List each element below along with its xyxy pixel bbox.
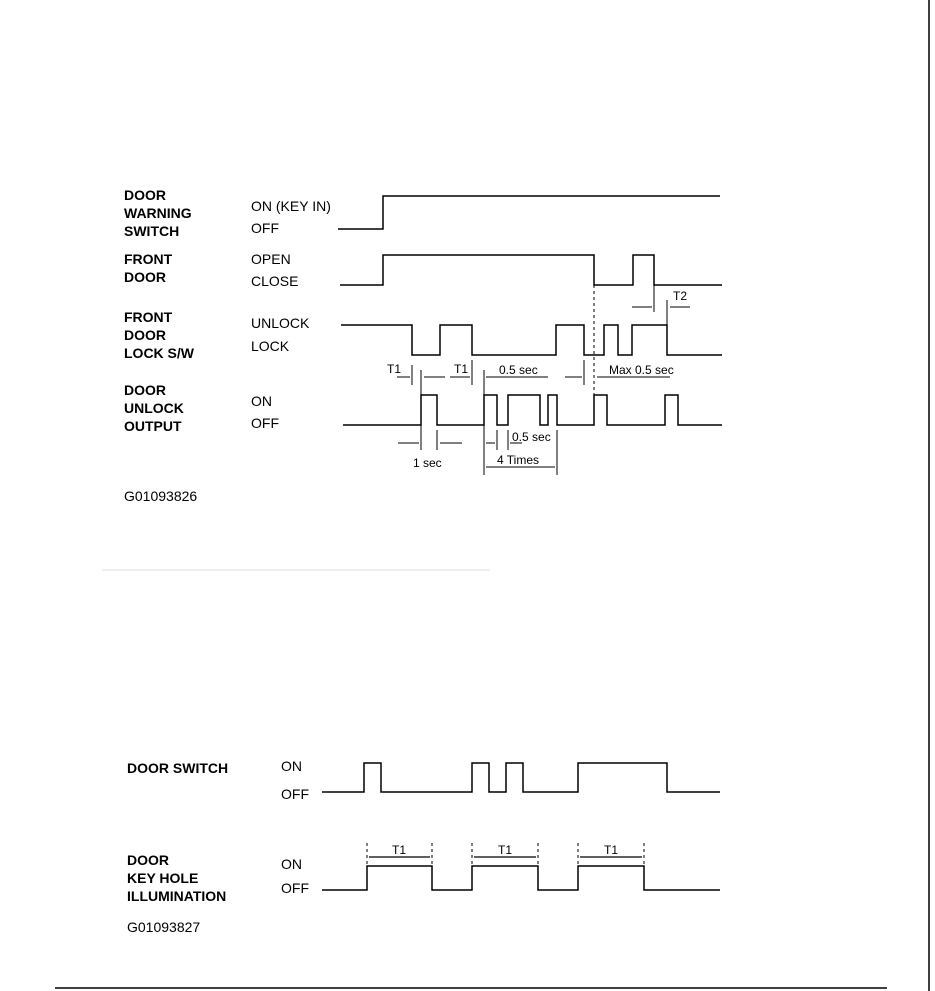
state-off: OFF	[281, 786, 309, 802]
annotation-t1: T1	[454, 362, 469, 376]
figure-id: G01093827	[127, 919, 201, 935]
waveform-door-switch	[322, 762, 720, 793]
state-open: OPEN	[251, 251, 291, 267]
state-on: ON	[281, 758, 302, 774]
waveform-door-warning-switch	[338, 195, 720, 230]
annotation-t1: T1	[604, 843, 619, 857]
waveform-front-door	[340, 254, 722, 286]
state-on: ON	[251, 393, 272, 409]
annotation-4-times: 4 Times	[497, 453, 540, 467]
annotation-0-5-sec: 0.5 sec	[499, 363, 538, 377]
annotation-max-0-5-sec: Max 0.5 sec	[609, 363, 674, 377]
state-on: ON	[281, 856, 302, 872]
annotation-t1: T1	[498, 843, 513, 857]
waveform-door-unlock-output	[343, 394, 722, 426]
annotation-t2: T2	[673, 289, 688, 303]
state-close: CLOSE	[251, 273, 299, 289]
signal-name: DOOR SWITCH	[127, 760, 229, 776]
annotation-0-5-sec: 0.5 sec	[512, 430, 551, 444]
figure-id: G01093826	[124, 488, 198, 504]
annotation-t1: T1	[387, 362, 402, 376]
waveform-front-door-lock-sw	[341, 324, 722, 356]
waveform-key-hole-illumination	[322, 865, 720, 891]
annotation-t1: T1	[392, 843, 407, 857]
state-on: ON (KEY IN)	[251, 198, 331, 214]
annotation-1-sec: 1 sec	[413, 456, 442, 470]
state-lock: LOCK	[251, 338, 290, 354]
state-off: OFF	[251, 415, 279, 431]
state-off: OFF	[251, 220, 279, 236]
state-off: OFF	[281, 880, 309, 896]
state-unlock: UNLOCK	[251, 315, 310, 331]
